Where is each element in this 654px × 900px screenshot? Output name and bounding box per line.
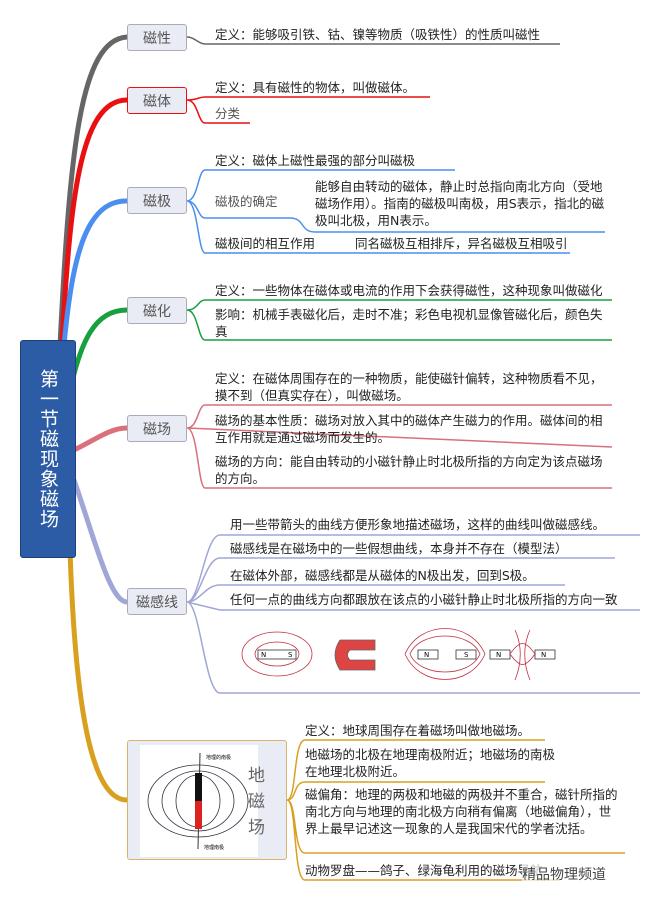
node-magnetic-field[interactable]: 磁场 xyxy=(127,415,187,442)
pole-definition: 定义：磁体上磁性最强的部分叫磁极 xyxy=(215,153,416,168)
root-topic[interactable]: 第一节磁现象磁场 xyxy=(20,340,76,558)
field-lines-compass: 任何一点的曲线方向都跟放在该点的小磁针静止时北极所指的方向一致 xyxy=(230,592,618,607)
magnet-classification: 分类 xyxy=(215,106,241,121)
node-magnet[interactable]: 磁体 xyxy=(127,87,187,114)
field-definition: 定义：在磁体周围存在的一种物质，能使磁针偏转，这种物质看不见，摸不到（但真实存在… xyxy=(215,371,603,403)
pole-determination: 磁极的确定 xyxy=(215,194,278,209)
geo-poles: 地磁场的北极在地理南极附近；地磁场的南极在地理北极附近。 xyxy=(305,747,556,779)
geo-declination: 磁偏角：地理的两极和地磁的两极并不重合，磁针所指的南北方向与地理的南北极方向稍有… xyxy=(305,787,618,836)
magnetism-definition: 定义：能够吸引铁、钴、镍等物质（吸铁性）的性质叫磁性 xyxy=(215,27,541,42)
node-field-lines[interactable]: 磁感线 xyxy=(127,588,187,615)
pole-determination-text: 能够自由转动的磁体，静止时总指向南北方向（受地磁场作用）。指南的磁极叫南极，用S… xyxy=(315,179,605,228)
field-line-figures xyxy=(241,628,556,681)
fig-label-n: N xyxy=(424,651,429,659)
field-direction: 磁场的方向：能自由转动的小磁针静止时北极所指的方向定为该点磁场的方向。 xyxy=(215,454,603,486)
field-property: 磁场的基本性质：磁场对放入其中的磁体产生磁力的作用。磁体间的相互作用就是通过磁场… xyxy=(215,413,603,445)
fig-label-s: S xyxy=(288,651,293,659)
node-geomagnetic-field[interactable]: 地理的南极 地理南极 地磁场 xyxy=(127,740,287,860)
magnetization-effect: 影响：机械手表磁化后，走时不准；彩色电视机显像管磁化后，颜色失真 xyxy=(215,307,603,339)
earth-field-figure: 地理的南极 地理南极 xyxy=(140,745,258,857)
fig-label-n: N xyxy=(541,651,546,659)
pole-interaction-text: 同名磁极互相排斥，异名磁极互相吸引 xyxy=(355,236,568,251)
geo-animal-compass: 动物罗盘——鸽子、绿海龟利用的磁场导航 xyxy=(305,863,543,878)
fig-label-s: S xyxy=(464,651,469,659)
fig-label-north: 地理的南极 xyxy=(206,754,231,761)
fig-label-n: N xyxy=(261,651,266,659)
geo-definition: 定义：地球周围存在着磁场叫做地磁场。 xyxy=(305,723,531,738)
field-lines-direction: 在磁体外部，磁感线都是从磁体的N极出发，回到S极。 xyxy=(230,568,535,583)
watermark: 精品物理频道 xyxy=(522,864,606,884)
magnet-definition: 定义：具有磁性的物体，叫做磁体。 xyxy=(215,80,416,95)
node-geomagnetic-label: 地磁场 xyxy=(248,766,265,838)
fig-label-south: 地理南极 xyxy=(204,844,224,851)
magnetization-definition: 定义：一些物体在磁体或电流的作用下会获得磁性，这种现象叫做磁化 xyxy=(215,283,603,298)
pole-interaction: 磁极间的相互作用 xyxy=(215,236,316,251)
fig-label-n: N xyxy=(496,651,501,659)
field-lines-imaginary: 磁感线是在磁场中的一些假想曲线，本身并不存在（模型法） xyxy=(230,541,568,556)
node-magnetism[interactable]: 磁性 xyxy=(127,24,187,51)
field-lines-definition: 用一些带箭头的曲线方便形象地描述磁场，这样的曲线叫做磁感线。 xyxy=(230,517,606,532)
node-magnetization[interactable]: 磁化 xyxy=(127,297,187,324)
node-magnetic-pole[interactable]: 磁极 xyxy=(127,187,187,214)
